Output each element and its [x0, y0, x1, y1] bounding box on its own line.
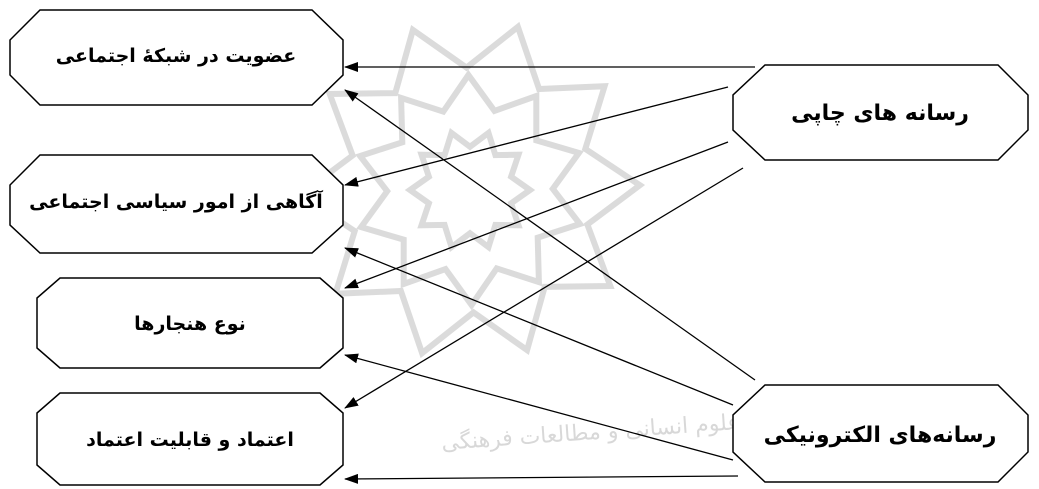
target-node-norms-shape — [36, 277, 344, 369]
target-node-awareness-label: آگاهی از امور سیاسی اجتماعی — [29, 189, 323, 213]
target-node-norms-label: نوع هنجارها — [134, 313, 246, 335]
edge-electronic-to-membership — [344, 89, 756, 381]
target-node-awareness-shape — [9, 154, 344, 254]
source-node-print: رسانه های چاپی — [732, 64, 1029, 161]
watermark-ring-0 — [404, 127, 536, 253]
edge-electronic-to-awareness — [344, 247, 734, 406]
target-node-trust-label: اعتماد و قابلیت اعتماد — [86, 429, 294, 451]
edges-layer — [344, 62, 756, 484]
watermark-ring-2 — [294, 21, 646, 359]
source-node-electronic-shape — [732, 384, 1029, 483]
target-node-norms: نوع هنجارها — [36, 277, 344, 369]
source-node-electronic-label: رسانه‌های الکترونیکی — [764, 423, 997, 448]
target-node-membership: عضویت در شبکهٔ اجتماعی — [9, 9, 344, 106]
target-node-membership-label: عضویت در شبکهٔ اجتماعی — [56, 45, 296, 67]
target-node-awareness: آگاهی از امور سیاسی اجتماعی — [9, 154, 344, 254]
target-node-trust: اعتماد و قابلیت اعتماد — [36, 392, 344, 486]
edge-print-to-trust — [344, 167, 744, 409]
nodes-layer: عضویت در شبکهٔ اجتماعی آگاهی از امور سیا… — [9, 9, 1029, 486]
source-node-print-shape — [732, 64, 1029, 161]
edge-print-to-awareness — [344, 86, 729, 187]
edge-electronic-to-norms — [344, 353, 734, 461]
edge-electronic-to-trust — [344, 473, 739, 484]
source-node-print-label: رسانه های چاپی — [791, 101, 969, 126]
edge-print-to-norms — [344, 141, 729, 289]
watermark-emblem-icon — [294, 21, 646, 359]
target-node-trust-shape — [36, 392, 344, 486]
source-node-electronic: رسانه‌های الکترونیکی — [732, 384, 1029, 483]
target-node-membership-shape — [9, 9, 344, 106]
watermark-ring-1 — [355, 69, 585, 311]
